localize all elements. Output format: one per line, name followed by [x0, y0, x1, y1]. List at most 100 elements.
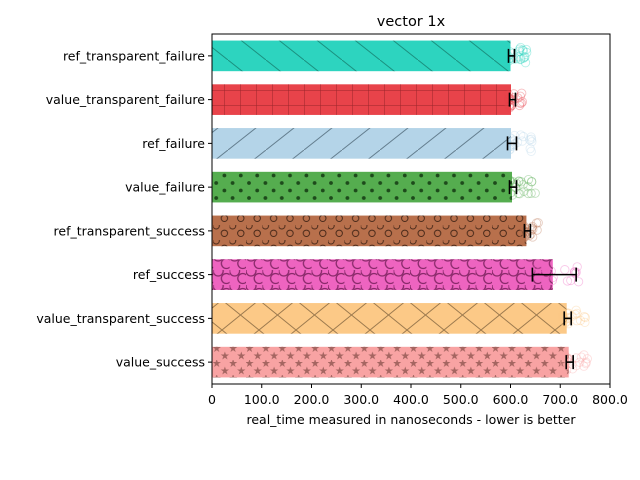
sample-point-value_success [571, 353, 581, 363]
sample-point-value_success [559, 359, 569, 370]
sample-point-ref_failure [504, 144, 515, 155]
bar-hatch-ref_transparent_failure [212, 40, 511, 72]
sample-point-ref_transparent_success [527, 223, 537, 233]
sample-point-ref_failure [525, 135, 535, 145]
x-tick-label: 400.0 [393, 392, 429, 407]
sample-point-value_success [582, 354, 592, 364]
sample-point-value_transparent_failure [507, 95, 518, 105]
bar-hatch-ref_success [212, 259, 553, 290]
sample-point-value_success [581, 357, 591, 367]
sample-point-value_failure [519, 186, 529, 196]
sample-point-value_failure [514, 176, 524, 186]
sample-point-value_transparent_success [580, 312, 590, 323]
sample-point-value_success [562, 354, 572, 364]
sample-point-ref_failure [517, 136, 527, 146]
sample-point-value_success [571, 360, 581, 371]
x-tick-label: 300.0 [343, 392, 379, 407]
sample-point-value_transparent_success [575, 315, 586, 326]
y-tick-label: ref_transparent_failure [63, 48, 205, 63]
sample-point-ref_failure [512, 137, 523, 147]
sample-point-ref_failure [525, 143, 535, 154]
sample-point-ref_failure [505, 145, 515, 155]
sample-point-ref_failure [518, 131, 528, 142]
sample-point-ref_transparent_success [531, 218, 542, 228]
sample-point-ref_failure [526, 132, 536, 142]
sample-point-value_transparent_success [558, 312, 568, 322]
sample-point-ref_success [560, 265, 570, 275]
sample-point-value_failure [507, 190, 518, 200]
sample-point-value_success [559, 356, 569, 366]
sample-point-value_failure [527, 177, 537, 187]
sample-point-value_transparent_success [571, 305, 581, 315]
sample-point-ref_failure [516, 130, 526, 140]
sample-point-value_failure [527, 176, 537, 187]
sample-point-ref_success [548, 272, 558, 283]
y-tick-label: ref_transparent_success [54, 223, 205, 238]
x-tick-label: 0 [208, 392, 216, 407]
sample-point-ref_transparent_success [533, 218, 543, 228]
sample-point-ref_transparent_failure [511, 54, 521, 64]
sample-point-value_failure [523, 182, 533, 192]
y-tick-label: value_transparent_failure [46, 92, 206, 107]
sample-point-value_success [574, 357, 585, 367]
bar-hatch-value_transparent_failure [212, 84, 511, 115]
sample-point-ref_failure [504, 141, 515, 151]
bar-hatch-value_failure [212, 171, 512, 203]
y-tick-label: ref_success [133, 267, 205, 282]
chart-title: vector 1x [377, 14, 446, 30]
x-tick-label: 800.0 [592, 392, 628, 407]
sample-point-ref_success [566, 275, 576, 286]
sample-point-ref_failure [505, 141, 516, 152]
y-axis-ticks: ref_transparent_failure value_transparent… [36, 48, 212, 370]
sample-point-value_transparent_success [558, 309, 568, 320]
sample-point-ref_success [570, 268, 580, 278]
sample-point-value_transparent_failure [503, 93, 514, 103]
x-axis-label: real_time measured in nanoseconds - lowe… [246, 412, 576, 427]
sample-point-value_success [576, 352, 586, 362]
sample-point-ref_success [534, 263, 544, 273]
plot-frame [211, 33, 611, 385]
sample-point-ref_transparent_failure [520, 58, 531, 68]
sample-point-ref_transparent_failure [522, 47, 532, 58]
sample-point-value_transparent_success [567, 311, 577, 322]
sample-point-ref_transparent_success [522, 229, 532, 239]
bar-hatch-ref_failure [212, 128, 511, 159]
sample-point-ref_failure [508, 136, 519, 146]
sample-point-value_transparent_success [558, 312, 568, 323]
x-tick-label: 100.0 [244, 392, 280, 407]
sample-point-ref_success [547, 275, 558, 286]
sample-point-value_failure [523, 175, 534, 185]
sample-point-ref_failure [526, 134, 537, 144]
sample-point-value_failure [530, 188, 540, 198]
x-tick-label: 700.0 [542, 392, 578, 407]
sample-point-value_transparent_success [572, 316, 582, 326]
x-tick-label: 600.0 [493, 392, 529, 407]
sample-point-value_transparent_success [580, 317, 590, 328]
sample-point-ref_success [573, 277, 584, 287]
sample-point-value_transparent_success [572, 308, 582, 319]
sample-point-ref_transparent_failure [521, 44, 531, 55]
sample-point-ref_transparent_failure [514, 44, 525, 54]
sample-point-ref_transparent_failure [516, 54, 526, 64]
bar-hatch-value_transparent_success [212, 303, 567, 334]
sample-point-ref_transparent_failure [518, 46, 529, 56]
sample-point-ref_transparent_success [528, 224, 538, 234]
x-tick-label: 500.0 [443, 392, 479, 407]
sample-point-ref_success [562, 276, 573, 286]
sample-point-ref_transparent_success [527, 221, 538, 232]
bar-hatch-ref_transparent_success [212, 215, 527, 247]
sample-point-value_failure [505, 188, 516, 198]
sample-point-ref_transparent_success [520, 232, 530, 242]
sample-point-ref_success [533, 267, 543, 278]
sample-point-ref_transparent_failure [519, 52, 529, 63]
y-tick-label: value_failure [125, 180, 205, 195]
sample-point-value_success [559, 362, 569, 372]
sample-point-value_success [579, 361, 589, 371]
sample-point-value_transparent_failure [516, 98, 527, 108]
sample-point-value_failure [523, 188, 533, 199]
sample-point-ref_transparent_failure [518, 53, 528, 63]
sample-point-value_transparent_success [558, 311, 568, 321]
sample-point-value_failure [514, 189, 525, 199]
